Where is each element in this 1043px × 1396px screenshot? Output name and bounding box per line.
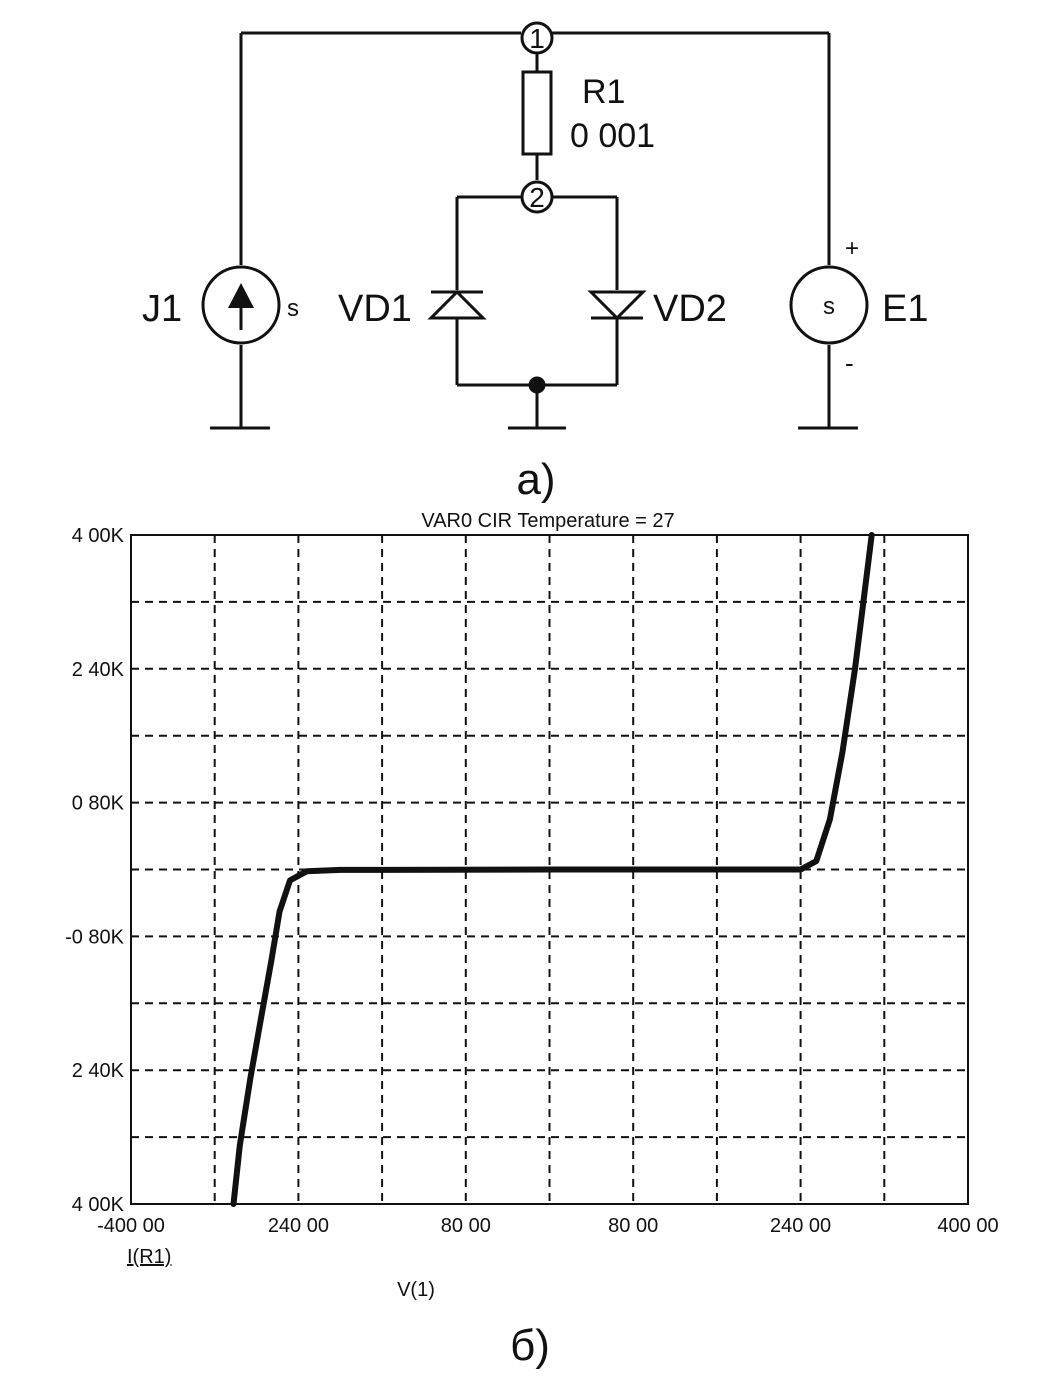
j1-label: J1 <box>142 288 182 330</box>
vd1-label: VD1 <box>338 288 412 330</box>
diode-vd2 <box>587 290 647 321</box>
y-axis-label: I(R1) <box>127 1246 171 1268</box>
e1-minus-sign: - <box>845 348 854 378</box>
y-tick-label: 4 00K <box>72 525 125 547</box>
y-tick-label: 2 40K <box>72 1060 125 1082</box>
j1-symbol: s <box>287 295 299 322</box>
schematic-labels: 1 2 R1 0 001 J1 s VD1 VD2 s E1 + - a) <box>142 23 928 504</box>
voltage-source-e1 <box>789 265 869 345</box>
caption-a: a) <box>516 455 555 504</box>
x-tick-label: -400 00 <box>97 1215 165 1237</box>
y-tick-label: 2 40K <box>72 659 125 681</box>
current-arrow-icon <box>228 283 254 308</box>
e1-label: E1 <box>882 288 928 330</box>
x-tick-label: 400 00 <box>937 1215 998 1237</box>
iv-characteristic-chart: -400 00 240 00 80 00 80 00 240 00 400 00 4 00K… <box>65 510 999 1370</box>
e1-plus-sign: + <box>845 235 859 262</box>
plot-tick-labels: -400 00 240 00 80 00 80 00 240 00 400 00 4 00K… <box>65 525 999 1237</box>
diode-vd1 <box>427 289 487 320</box>
x-tick-label: 80 00 <box>608 1215 658 1237</box>
node-2-label: 2 <box>529 182 545 213</box>
y-tick-label: 4 00K <box>72 1194 125 1216</box>
x-tick-label: 240 00 <box>268 1215 329 1237</box>
caption-b: б) <box>510 1321 550 1370</box>
series-line <box>230 532 875 1207</box>
node-2-marker <box>520 180 554 214</box>
r1-value: 0 001 <box>570 117 655 155</box>
chart-title: VAR0 CIR Temperature = 27 <box>421 510 674 532</box>
node-1-marker <box>520 21 554 55</box>
y-tick-label: -0 80K <box>65 926 125 948</box>
x-tick-label: 80 00 <box>441 1215 491 1237</box>
e1-symbol: s <box>823 293 835 320</box>
r1-name: R1 <box>582 73 625 111</box>
vd2-label: VD2 <box>653 288 727 330</box>
circuit-schematic <box>201 21 869 430</box>
x-axis-label: V(1) <box>397 1279 435 1301</box>
resistor-r1 <box>521 70 553 156</box>
x-tick-label: 240 00 <box>770 1215 831 1237</box>
y-tick-label: 0 80K <box>72 793 125 815</box>
junction-dot <box>528 376 546 394</box>
node-1-label: 1 <box>529 23 545 54</box>
